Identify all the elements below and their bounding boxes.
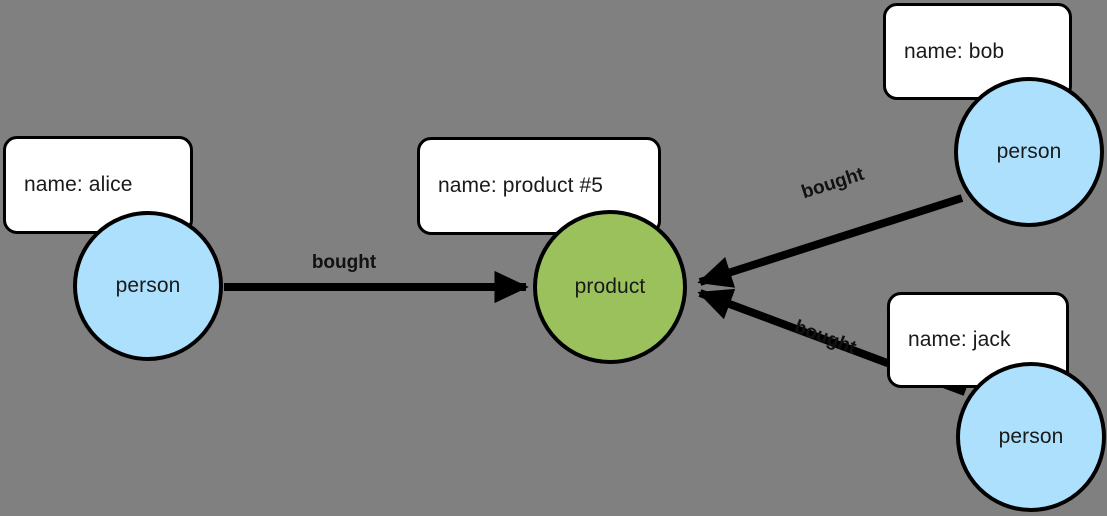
property-text-jack: name: jack [908, 328, 1011, 351]
node-label-alice: person [115, 274, 181, 297]
node-label-jack: person [998, 425, 1064, 448]
node-bob[interactable]: person [954, 77, 1104, 227]
property-text-alice: name: alice [24, 173, 133, 196]
node-label-bob: person [996, 140, 1062, 163]
node-label-product5: product [574, 275, 646, 298]
edge-label-alice-product: bought [311, 252, 377, 273]
edge-bob-product [697, 194, 964, 288]
node-alice[interactable]: person [73, 211, 223, 361]
node-jack[interactable]: person [956, 362, 1106, 512]
node-product5[interactable]: product [533, 210, 687, 364]
property-text-product5: name: product #5 [438, 174, 604, 197]
property-text-bob: name: bob [904, 39, 1005, 63]
